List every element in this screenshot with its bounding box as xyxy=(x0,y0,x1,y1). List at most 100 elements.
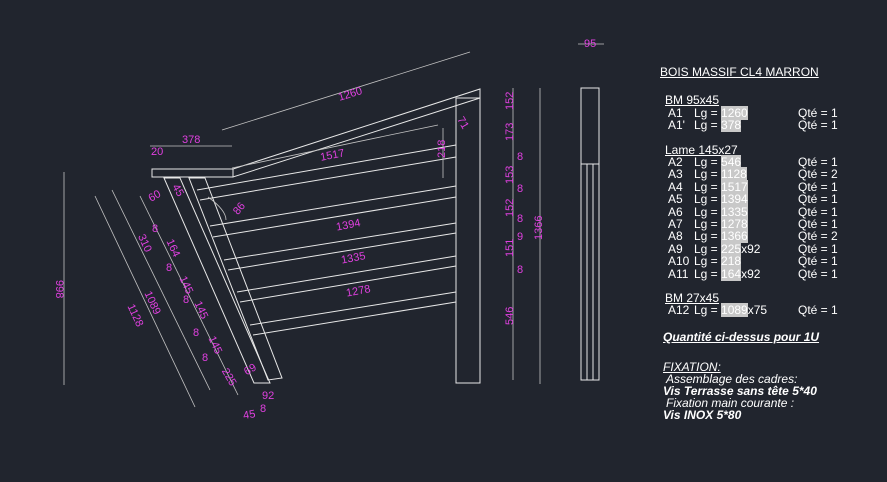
right-8b: 8 xyxy=(517,183,523,195)
part-length: Lg = 1394 xyxy=(694,192,748,207)
part-code: A10 xyxy=(668,254,690,269)
right-8a: 8 xyxy=(517,151,523,163)
stringer-inner xyxy=(188,177,283,381)
dim-8a: 8 xyxy=(152,223,158,235)
dim-8e: 8 xyxy=(202,352,208,364)
length-value: 225 xyxy=(721,241,742,256)
dim-145c: 145 xyxy=(206,334,225,356)
part-length: Lg = 1128 xyxy=(694,167,747,182)
dim-8f: 8 xyxy=(260,403,266,415)
length-suffix: x92 xyxy=(741,241,761,256)
part-code: A5 xyxy=(668,192,683,207)
dim-164: 164 xyxy=(164,237,183,259)
dim-1278: 1278 xyxy=(345,283,371,299)
part-code: A2 xyxy=(668,155,683,169)
part-quantity: Qté = 1 xyxy=(798,216,838,231)
group-bm-27x45: BM 27x45 xyxy=(665,290,720,305)
length-value: 1394 xyxy=(721,192,748,207)
part-row: A1' Lg = 378 Qté = 1 xyxy=(668,118,882,133)
dim-69: 69 xyxy=(242,362,259,379)
dim-45: 45 xyxy=(169,182,186,199)
part-quantity: Qté = 1 xyxy=(798,192,838,207)
part-length: Lg = 164x92 xyxy=(694,266,761,281)
right-9: 9 xyxy=(517,231,523,243)
length-value: 1260 xyxy=(721,105,748,120)
side-view-post xyxy=(580,163,600,381)
stringer xyxy=(163,177,271,384)
right-152b: 152 xyxy=(504,199,516,217)
dim-20: 20 xyxy=(151,146,163,158)
length-value: 1089 xyxy=(721,303,748,318)
length-suffix: x92 xyxy=(741,266,761,281)
part-length: Lg = 378 xyxy=(694,118,742,133)
part-length: Lg = 1089x75 xyxy=(694,303,767,318)
right-152a: 152 xyxy=(504,92,516,110)
part-length: Lg = 1278 xyxy=(694,216,748,231)
quantity-note: Quantité ci-dessus pour 1U xyxy=(663,329,820,344)
dim-310: 310 xyxy=(135,232,154,254)
right-8d: 8 xyxy=(517,264,523,276)
length-label: Lg = xyxy=(694,105,722,120)
part-length: Lg = 546 xyxy=(694,155,742,169)
right-151: 151 xyxy=(504,239,516,257)
part-length: Lg = 1260 xyxy=(694,105,748,120)
fixation-line-4: Vis INOX 5*80 xyxy=(663,408,742,423)
part-quantity: Qté = 1 xyxy=(798,155,838,169)
dim-145b: 145 xyxy=(192,299,211,321)
part-code: A1 xyxy=(668,105,683,120)
panel-title: BOIS MASSIF CL4 MARRON xyxy=(660,65,819,79)
length-label: Lg = xyxy=(694,118,722,133)
part-code: A1' xyxy=(668,118,685,133)
part-code: A9 xyxy=(668,241,683,256)
fixation-line-2: Vis Terrasse sans tête 5*40 xyxy=(663,384,817,399)
dim-145a: 145 xyxy=(177,274,196,296)
part-quantity: Qté = 1 xyxy=(798,241,838,256)
part-quantity: Qté = 1 xyxy=(798,118,838,133)
dim-45b: 45 xyxy=(242,408,256,422)
fixation-title: FIXATION: xyxy=(663,360,721,375)
part-quantity: Qté = 1 xyxy=(798,204,838,219)
part-code: A11 xyxy=(668,266,689,281)
length-value: 1366 xyxy=(721,229,748,244)
handrail-top xyxy=(151,168,234,178)
dim-8d: 8 xyxy=(193,327,199,339)
length-label: Lg = xyxy=(694,179,722,194)
part-quantity: Qté = 1 xyxy=(798,179,838,194)
dim-225: 225 xyxy=(219,366,239,388)
dim-95: 95 xyxy=(584,38,596,50)
dim-998: 998 xyxy=(53,280,65,298)
length-label: Lg = xyxy=(694,229,722,244)
dim-60: 60 xyxy=(146,188,163,205)
right-546: 546 xyxy=(504,307,516,325)
part-quantity: Qté = 1 xyxy=(798,303,838,318)
part-quantity: Qté = 1 xyxy=(798,254,838,269)
right-173: 173 xyxy=(504,123,516,141)
dim-1517: 1517 xyxy=(319,147,345,163)
part-row: A5 Lg = 1394 Qté = 1 xyxy=(668,192,882,207)
dim-8c: 8 xyxy=(183,294,189,306)
group-lame: Lame 145x27 xyxy=(665,142,738,157)
part-length: Lg = 225x92 xyxy=(694,241,761,256)
length-label: Lg = xyxy=(694,266,722,281)
fixation-block: FIXATION: Assemblage des cadres: Vis Ter… xyxy=(663,361,882,421)
part-length: Lg = 1335 xyxy=(694,204,748,219)
dim-8b: 8 xyxy=(166,262,172,274)
part-code: A7 xyxy=(668,216,683,231)
part-quantity: Qté = 1 xyxy=(798,266,838,281)
length-label: Lg = xyxy=(694,216,722,231)
length-value: 1517 xyxy=(721,179,748,194)
part-quantity: Qté = 2 xyxy=(798,167,838,182)
length-label: Lg = xyxy=(694,241,722,256)
length-label: Lg = xyxy=(694,254,722,269)
part-row: A2 Lg = 546 Qté = 1 xyxy=(668,155,882,169)
part-code: A12 xyxy=(668,303,690,318)
part-code: A8 xyxy=(668,229,683,244)
length-value: 378 xyxy=(721,118,742,133)
dim-1089: 1089 xyxy=(142,289,163,316)
dim-86: 86 xyxy=(231,200,248,217)
